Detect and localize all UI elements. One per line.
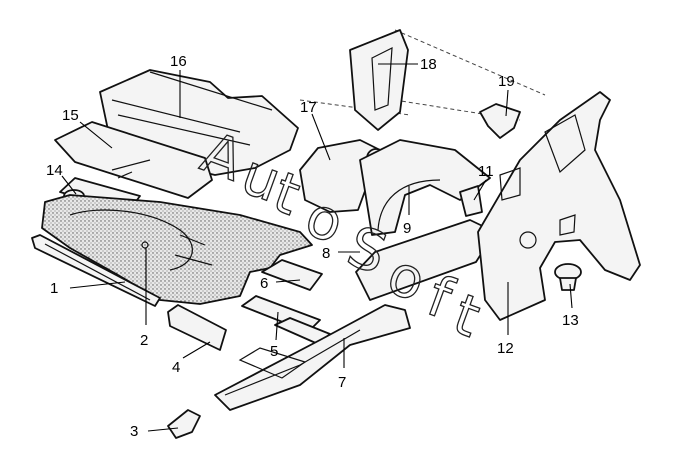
part-15-floor-cover xyxy=(54,121,213,199)
callout-label: 8 xyxy=(322,245,330,262)
callout-3: 3 xyxy=(130,423,179,440)
callout-label: 12 xyxy=(497,340,514,357)
callout-label: 6 xyxy=(260,275,268,292)
callout-6: 6 xyxy=(260,275,301,292)
callout-1: 1 xyxy=(50,280,126,297)
part-2-rear-floor-pan xyxy=(41,194,313,305)
part-9-wheel-arch xyxy=(359,139,491,236)
callout-label: 19 xyxy=(498,73,515,90)
callout-label: 5 xyxy=(270,343,278,360)
callout-15: 15 xyxy=(62,107,113,149)
callout-17: 17 xyxy=(300,99,331,161)
callout-8: 8 xyxy=(322,245,360,262)
callout-label: 9 xyxy=(403,220,411,237)
callout-label: 17 xyxy=(300,99,317,116)
callout-label: 11 xyxy=(478,163,494,180)
part-19-gusset xyxy=(479,103,521,139)
callout-19: 19 xyxy=(498,73,515,117)
callout-7: 7 xyxy=(338,338,346,391)
callout-label: 13 xyxy=(562,312,579,329)
callout-2: 2 xyxy=(140,248,148,349)
callout-12: 12 xyxy=(497,282,514,357)
callout-label: 14 xyxy=(46,162,63,179)
part-12-quarter-panel xyxy=(477,91,641,321)
part-18-pillar-reinforcement xyxy=(349,29,409,131)
part-6-reinforcement xyxy=(261,259,323,291)
callout-9: 9 xyxy=(403,186,411,237)
part-1-rear-cross-member xyxy=(31,234,161,307)
part-11-bracket xyxy=(459,185,483,217)
callout-label: 1 xyxy=(50,280,58,297)
callout-11: 11 xyxy=(473,163,494,201)
callout-label: 2 xyxy=(140,332,148,349)
callout-18: 18 xyxy=(378,56,437,73)
callout-4: 4 xyxy=(172,341,211,376)
callout-14: 14 xyxy=(46,162,77,195)
callout-label: 4 xyxy=(172,359,180,376)
callout-5: 5 xyxy=(270,311,279,360)
callout-label: 15 xyxy=(62,107,79,124)
callout-label: 16 xyxy=(170,53,187,70)
part-13-grommet xyxy=(554,263,582,291)
callout-16: 16 xyxy=(170,53,187,118)
callout-label: 3 xyxy=(130,423,138,440)
part-7-rear-side-rail xyxy=(214,304,411,411)
callout-13: 13 xyxy=(562,283,579,329)
callout-label: 18 xyxy=(420,56,437,73)
callout-label: 7 xyxy=(338,374,346,391)
part-4-bracket xyxy=(167,304,227,351)
part-3-clip xyxy=(167,409,201,439)
part-5-cross-member xyxy=(241,295,331,345)
